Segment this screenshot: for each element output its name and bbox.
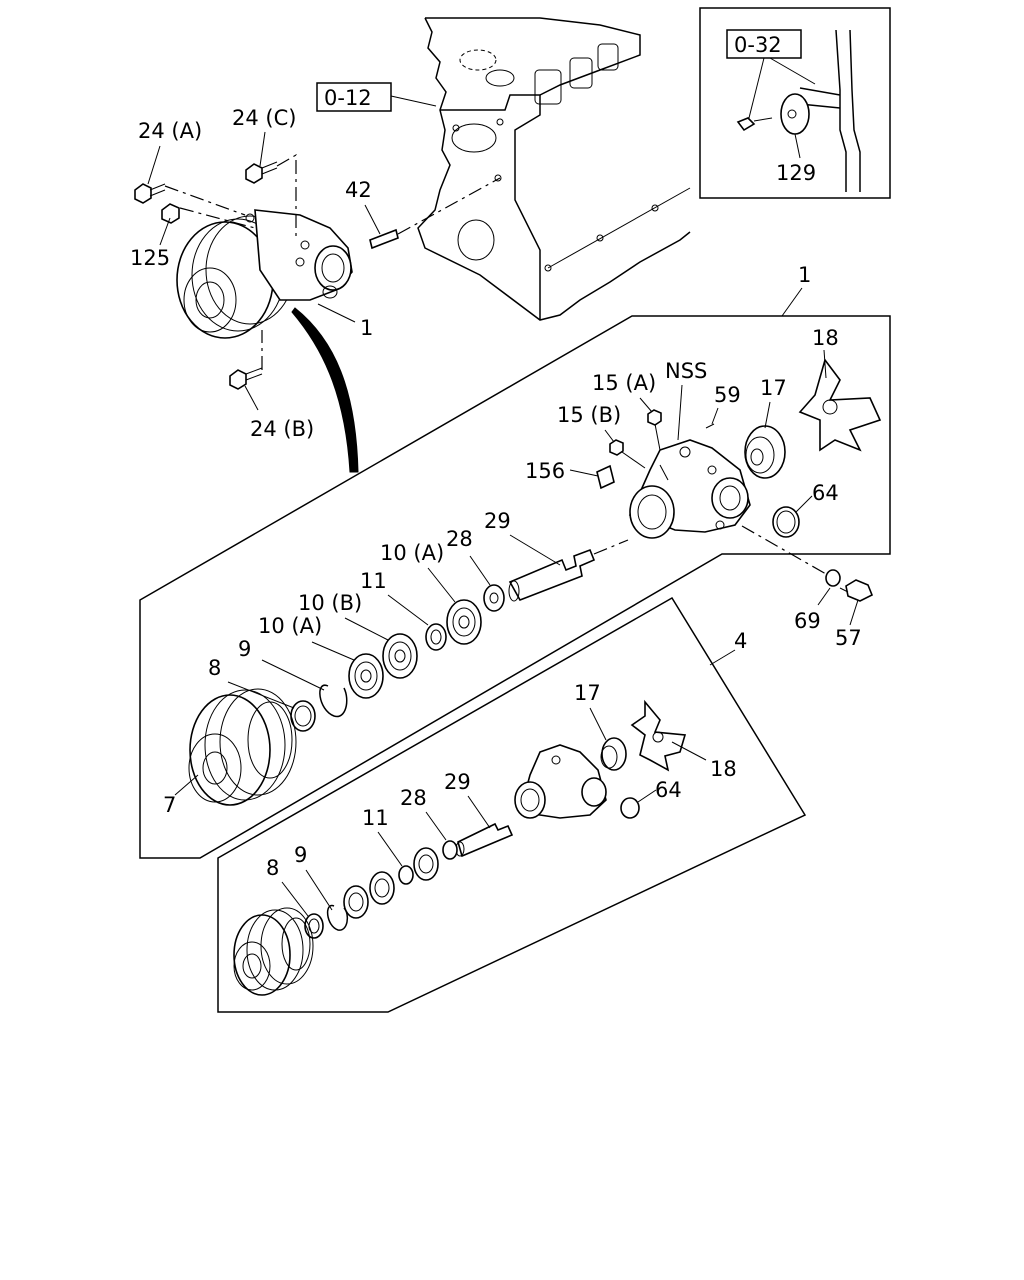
label-28-top: 28 <box>446 527 473 551</box>
label-10a-lower: 10 (A) <box>258 614 322 638</box>
label-8-low: 8 <box>266 856 279 880</box>
label-11-top: 11 <box>360 569 387 593</box>
reference-0-12[interactable]: 0-12 <box>316 82 437 112</box>
label-24b: 24 (B) <box>250 417 314 441</box>
plug-15a[interactable]: 15 (A) <box>592 371 662 451</box>
label-24c: 24 (C) <box>232 106 296 130</box>
label-10a-upper: 10 (A) <box>380 541 444 565</box>
bearing-lower-3[interactable] <box>343 885 369 919</box>
engine-block <box>417 17 691 321</box>
pulley-7[interactable]: 7 <box>163 688 297 817</box>
bolt-24b[interactable]: 24 (B) <box>229 330 314 441</box>
assembly-1-frame: 1 <box>139 263 891 859</box>
shaft-29-lower[interactable]: 29 <box>444 770 514 858</box>
label-125: 125 <box>130 246 170 270</box>
ring-8-lower[interactable]: 8 <box>266 856 324 939</box>
bearing-lower-2[interactable] <box>369 871 395 905</box>
nss-label-group: NSS <box>665 359 707 441</box>
washer-28-lower[interactable]: 28 <box>400 786 458 860</box>
label-42: 42 <box>345 178 372 202</box>
label-15b: 15 (B) <box>557 403 621 427</box>
label-ref-0-12: 0-12 <box>324 86 372 110</box>
o-ring-64-lower[interactable]: 64 <box>620 778 682 819</box>
cap-156[interactable]: 156 <box>525 459 615 490</box>
label-64-top: 64 <box>812 481 839 505</box>
impeller-18[interactable]: 18 <box>798 326 882 452</box>
seal-17[interactable]: 17 <box>744 376 787 479</box>
label-59: 59 <box>714 383 741 407</box>
plug-57[interactable]: 57 <box>835 579 874 650</box>
label-69: 69 <box>794 609 821 633</box>
bolt-24c[interactable]: 24 (C) <box>232 106 297 240</box>
pump-housing-lower[interactable] <box>514 744 607 819</box>
label-24a: 24 (A) <box>138 119 202 143</box>
label-57: 57 <box>835 626 862 650</box>
washer-28[interactable]: 28 <box>446 527 505 612</box>
bearing-10a-lower[interactable]: 10 (A) <box>258 614 384 699</box>
snap-ring-9-lower[interactable]: 9 <box>294 843 349 931</box>
bolt-24a[interactable]: 24 (A) <box>134 119 246 216</box>
bearing-lower-1[interactable] <box>413 847 439 881</box>
seal-17-lower[interactable]: 17 <box>574 681 627 771</box>
o-ring-64[interactable]: 64 <box>772 481 839 538</box>
label-29-top: 29 <box>484 509 511 533</box>
label-1-top-group: 1 <box>317 303 373 340</box>
pump-housing[interactable] <box>628 439 751 539</box>
bearing-10b[interactable]: 10 (B) <box>298 591 418 679</box>
label-29-low: 29 <box>444 770 471 794</box>
label-64-low: 64 <box>655 778 682 802</box>
spacer-11[interactable]: 11 <box>360 569 447 651</box>
label-17-low: 17 <box>574 681 601 705</box>
assembled-water-pump[interactable] <box>176 209 353 339</box>
ring-8[interactable]: 8 <box>208 656 316 732</box>
inset-box: 0-32 129 <box>699 7 891 199</box>
label-11-low: 11 <box>362 806 389 830</box>
snap-ring-9[interactable]: 9 <box>238 637 348 718</box>
label-1-box: 1 <box>798 263 811 287</box>
label-156: 156 <box>525 459 565 483</box>
impeller-18-lower[interactable]: 18 <box>630 699 737 781</box>
spacer-11-lower[interactable]: 11 <box>362 806 414 885</box>
label-17-top: 17 <box>760 376 787 400</box>
label-10b: 10 (B) <box>298 591 362 615</box>
label-ref-0-32: 0-32 <box>734 33 782 57</box>
label-nss: NSS <box>665 359 707 383</box>
washer-69[interactable]: 69 <box>741 525 841 633</box>
shaft-29[interactable]: 29 <box>484 509 629 602</box>
label-18-top: 18 <box>812 326 839 350</box>
label-129: 129 <box>776 161 816 185</box>
pin-59[interactable]: 59 <box>705 383 741 429</box>
label-9-top: 9 <box>238 637 251 661</box>
assembly-4-frame: 4 <box>217 596 807 1013</box>
label-7: 7 <box>163 793 176 817</box>
stud-42[interactable]: 42 <box>345 177 501 250</box>
label-28-low: 28 <box>400 786 427 810</box>
pulley-lower[interactable] <box>233 907 314 996</box>
label-18-low: 18 <box>710 757 737 781</box>
label-1-top: 1 <box>360 316 373 340</box>
plug-15b[interactable]: 15 (B) <box>557 403 646 469</box>
label-15a: 15 (A) <box>592 371 656 395</box>
indicator-arrow <box>291 307 359 473</box>
nut-125[interactable]: 125 <box>130 203 256 270</box>
label-4: 4 <box>734 629 747 653</box>
label-9-low: 9 <box>294 843 307 867</box>
label-8-top: 8 <box>208 656 221 680</box>
bearing-10a-upper[interactable]: 10 (A) <box>380 541 482 645</box>
